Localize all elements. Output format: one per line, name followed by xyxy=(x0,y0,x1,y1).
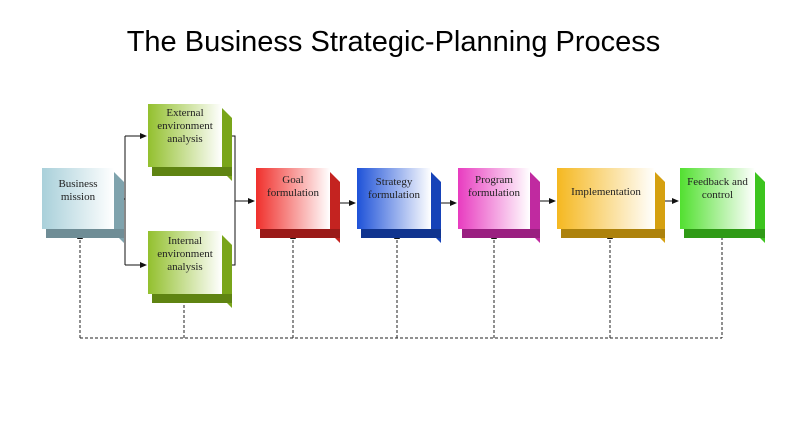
goal-formulation-box: Goal formulation xyxy=(256,168,340,243)
strategy-formulation-box: Strategy formulation xyxy=(357,168,441,243)
implementation-box: Implementation xyxy=(557,168,665,243)
diagram-title: The Business Strategic-Planning Process xyxy=(126,26,661,58)
strategy-formulation-label: Strategy formulation xyxy=(357,168,431,229)
internal-environment-label: Internal environment analysis xyxy=(148,231,222,294)
external-environment-box: External environment analysis xyxy=(148,104,232,181)
program-formulation-label: Program formulation xyxy=(458,168,530,229)
implementation-label: Implementation xyxy=(557,168,655,229)
business-mission-box: Business mission xyxy=(42,168,124,243)
feedback-control-box: Feedback and control xyxy=(680,168,765,243)
feedback-control-label: Feedback and control xyxy=(680,168,755,229)
internal-environment-box: Internal environment analysis xyxy=(148,231,232,308)
goal-formulation-label: Goal formulation xyxy=(256,168,330,229)
business-mission-label: Business mission xyxy=(42,168,114,229)
external-environment-label: External environment analysis xyxy=(148,104,222,167)
program-formulation-box: Program formulation xyxy=(458,168,540,243)
